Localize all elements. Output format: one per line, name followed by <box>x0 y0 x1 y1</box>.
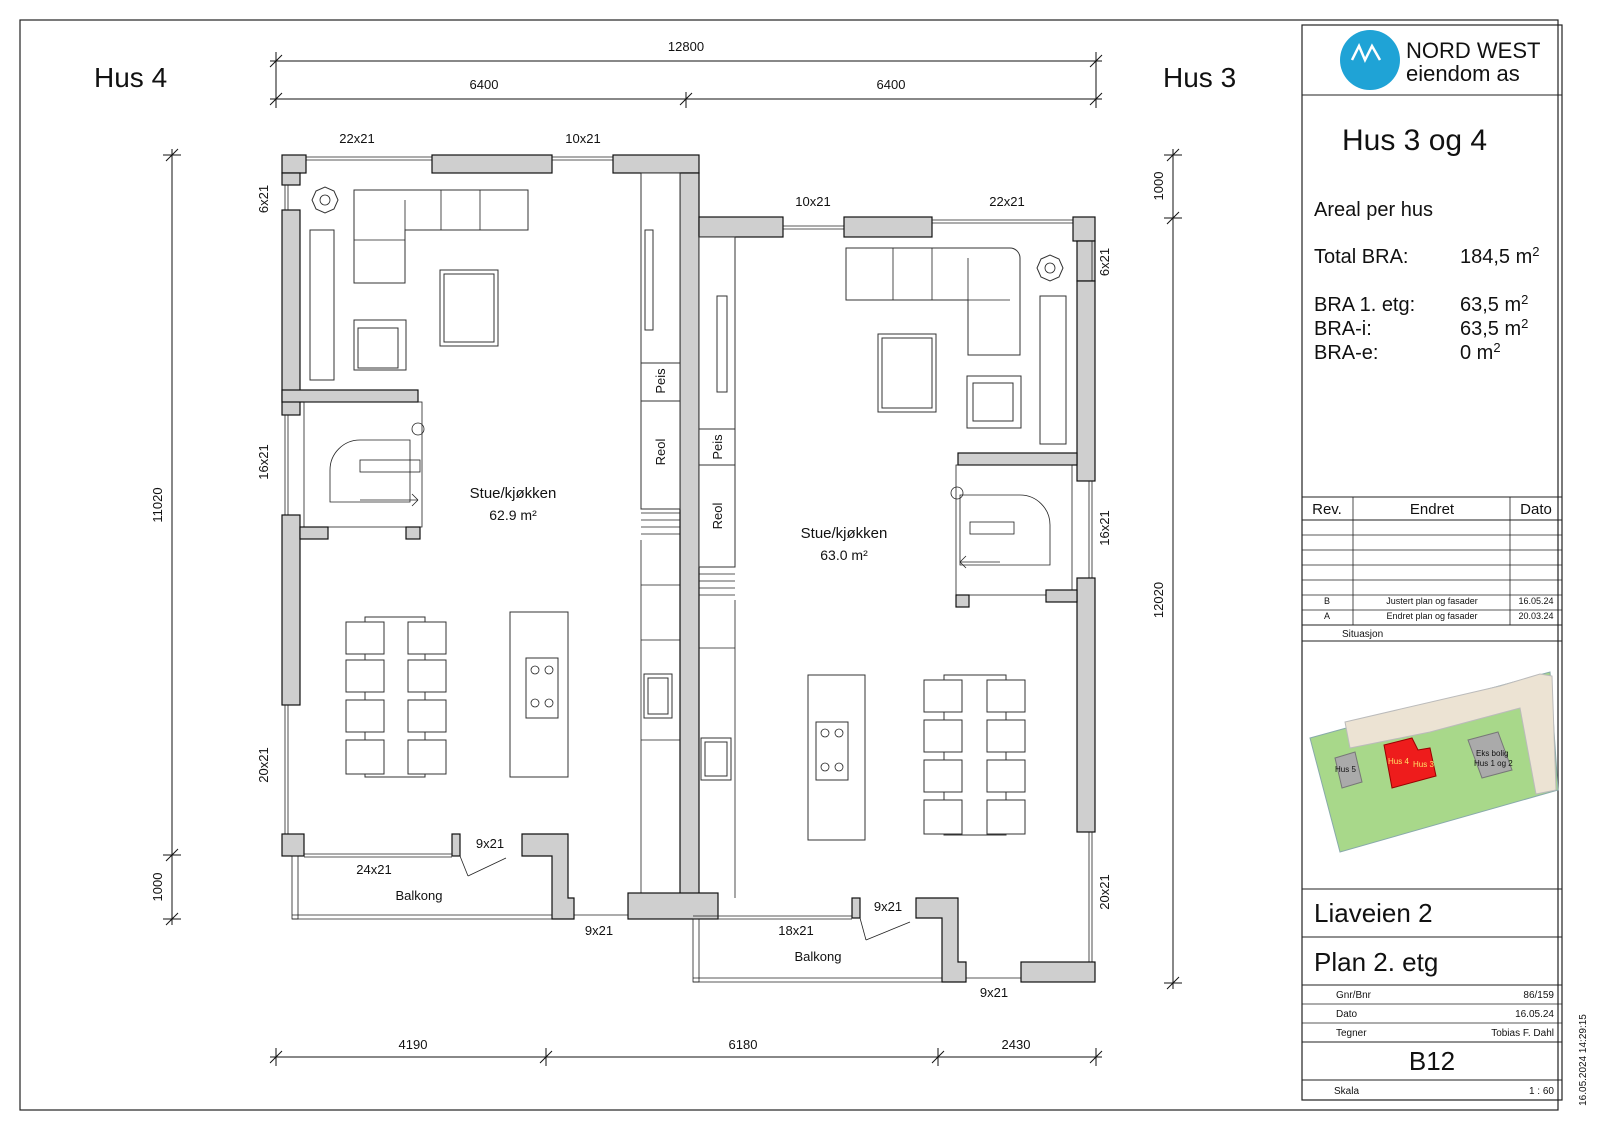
info-value-drafter: Tobias F. Dahl <box>1491 1028 1554 1039</box>
area-label-total: Total BRA: <box>1314 246 1408 268</box>
rev-b-id: B <box>1324 596 1330 606</box>
situation-map: Hus 5 Hus 4 Hus 3 Eks bolig Hus 1 og 2 <box>1309 671 1559 853</box>
info-label-drafter: Tegner <box>1336 1028 1367 1039</box>
hus3-title: Hus 3 <box>1163 62 1236 93</box>
site-label-existing-1: Eks bolig <box>1476 749 1508 758</box>
plan-name: Plan 2. etg <box>1314 947 1438 977</box>
hus3-window-side-lower: 20x21 <box>1097 874 1112 909</box>
print-timestamp: 16.05.2024 14:29:15 <box>1578 1014 1589 1106</box>
hus3-reol-label: Reol <box>710 503 725 530</box>
dimension-left: 11020 1000 <box>150 148 181 926</box>
dim-left-lower: 1000 <box>150 873 165 902</box>
info-value-gnrbnr: 86/159 <box>1523 990 1554 1001</box>
company-name-line1: NORD WEST <box>1406 38 1540 63</box>
hus4-wall-top-right <box>612 154 700 174</box>
area-value-brai: 63,5 m2 <box>1460 316 1528 340</box>
hus4-balcony-door: 9x21 <box>476 836 504 851</box>
hus4-wall-top <box>431 154 553 174</box>
dim-total-width: 12800 <box>668 39 704 54</box>
info-value-date: 16.05.24 <box>1515 1009 1554 1020</box>
hus4-title: Hus 4 <box>94 62 167 93</box>
company-name-line2: eiendom as <box>1406 61 1520 86</box>
hus4-door-bottom: 9x21 <box>585 923 613 938</box>
info-label-gnrbnr: Gnr/Bnr <box>1336 990 1372 1001</box>
site-label-existing-2: Hus 1 og 2 <box>1474 759 1513 768</box>
dimension-bottom: 4190 6180 2430 <box>269 1037 1103 1066</box>
area-heading: Areal per hus <box>1314 199 1433 221</box>
site-label-hus5: Hus 5 <box>1335 765 1356 774</box>
area-value-brae: 0 m2 <box>1460 340 1501 364</box>
area-label-brae: BRA-e: <box>1314 342 1378 364</box>
hus4-window-side-upper: 6x21 <box>256 185 271 213</box>
title-block: NORD WEST eiendom as Hus 3 og 4 Areal pe… <box>1301 24 1563 1101</box>
hus3-window-top-right: 22x21 <box>989 194 1024 209</box>
rev-header-date: Dato <box>1520 501 1552 518</box>
drawing-number: B12 <box>1409 1046 1455 1076</box>
dim-left-upper: 11020 <box>150 487 165 522</box>
hus4-window-side-lower: 20x21 <box>256 747 271 782</box>
hus3-window-side-upper: 6x21 <box>1097 248 1112 276</box>
hus4-balcony-label: Balkong <box>396 888 443 903</box>
hus4-labels: 22x21 10x21 6x21 16x21 20x21 Stue/kjøkke… <box>256 131 668 938</box>
dim-right-half: 6400 <box>877 77 906 92</box>
hus3-labels: 10x21 22x21 6x21 16x21 20x21 Stue/kjøkke… <box>710 194 1112 1000</box>
area-value-total: 184,5 m2 <box>1460 244 1540 268</box>
rev-b-date: 16.05.24 <box>1518 596 1553 606</box>
hus3-window-top-left: 10x21 <box>795 194 830 209</box>
hus4-window-side-mid: 16x21 <box>256 444 271 479</box>
dim-left-half: 6400 <box>470 77 499 92</box>
hus3-peis-label: Peis <box>710 434 725 460</box>
site-label-hus4: Hus 4 <box>1388 757 1409 766</box>
rev-header-changed: Endret <box>1410 501 1455 518</box>
scale-label: Skala <box>1334 1086 1359 1097</box>
dim-bottom-a: 4190 <box>399 1037 428 1052</box>
rev-header-rev: Rev. <box>1312 501 1342 518</box>
rev-b-changed: Justert plan og fasader <box>1386 596 1478 606</box>
hus3-window-side-mid: 16x21 <box>1097 510 1112 545</box>
hus3-plan <box>692 216 1096 983</box>
address: Liaveien 2 <box>1314 898 1433 928</box>
area-label-bra1: BRA 1. etg: <box>1314 294 1415 316</box>
situation-label: Situasjon <box>1342 629 1383 640</box>
hus4-room-name: Stue/kjøkken <box>470 485 557 502</box>
hus3-room-name: Stue/kjøkken <box>801 525 888 542</box>
area-value-bra1: 63,5 m2 <box>1460 292 1528 316</box>
hus4-window-top-left: 22x21 <box>339 131 374 146</box>
hus4-plan <box>281 154 719 920</box>
logo-wave-icon <box>1350 43 1382 63</box>
area-label-brai: BRA-i: <box>1314 318 1372 340</box>
hus4-room-area: 62.9 m² <box>489 507 537 523</box>
hus4-peis-label: Peis <box>653 368 668 394</box>
scale-value: 1 : 60 <box>1529 1086 1554 1097</box>
rev-a-changed: Endret plan og fasader <box>1386 611 1477 621</box>
hus3-balcony-window: 18x21 <box>778 923 813 938</box>
hus3-room-area: 63.0 m² <box>820 547 868 563</box>
hus3-door-bottom: 9x21 <box>980 985 1008 1000</box>
dim-bottom-b: 6180 <box>729 1037 758 1052</box>
hus3-balcony-door: 9x21 <box>874 899 902 914</box>
dim-right-upper: 1000 <box>1151 172 1166 201</box>
dim-bottom-c: 2430 <box>1002 1037 1031 1052</box>
rev-a-id: A <box>1324 611 1330 621</box>
hus3-balcony-label: Balkong <box>795 949 842 964</box>
hus4-wall-corner <box>281 154 307 174</box>
site-label-hus3: Hus 3 <box>1413 760 1434 769</box>
hus4-balcony-window: 24x21 <box>356 862 391 877</box>
hus4-reol-label: Reol <box>653 439 668 466</box>
dimension-right: 1000 12020 <box>1151 148 1182 990</box>
dimension-top: 12800 6400 6400 <box>269 39 1103 108</box>
project-title: Hus 3 og 4 <box>1342 124 1487 157</box>
dim-right-lower: 12020 <box>1151 582 1166 618</box>
company-logo-icon <box>1340 30 1400 90</box>
info-label-date: Dato <box>1336 1009 1358 1020</box>
hus4-window-top-mid: 10x21 <box>565 131 600 146</box>
rev-a-date: 20.03.24 <box>1518 611 1553 621</box>
